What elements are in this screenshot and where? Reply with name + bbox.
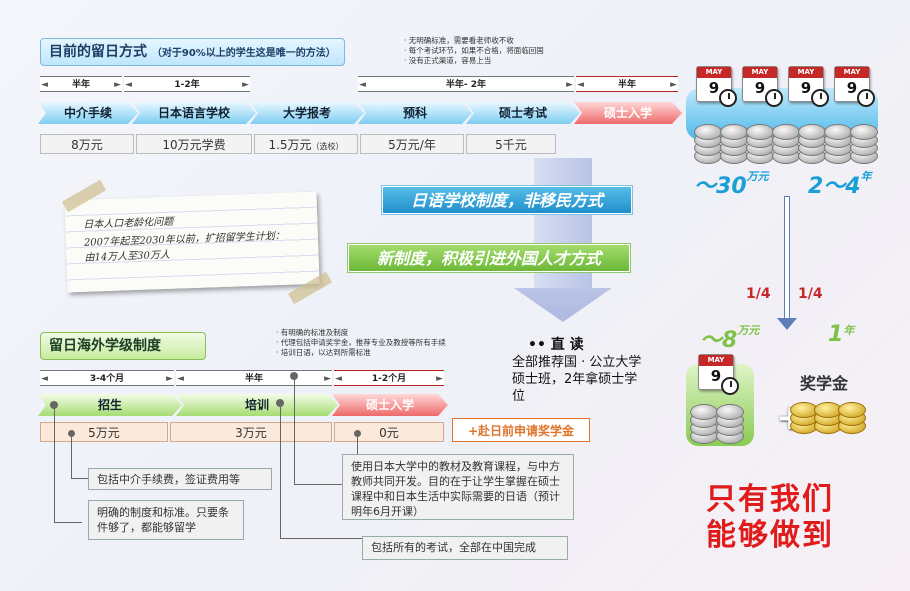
paper-note-title: 日本人口老龄化问题 [83, 216, 174, 231]
connector-dot [290, 372, 298, 380]
connector-line [280, 407, 281, 539]
step-recruit: 招生 [38, 394, 182, 416]
direct-title: •• 直 读 [528, 337, 584, 353]
step-university-apply: 大学报考 [250, 102, 364, 124]
apply-scholarship-badge: +赴日前申请奖学金 [452, 418, 590, 442]
note-line: · 代理包括申请奖学金，推荐专业及教授等所有手续 [276, 338, 446, 347]
coin [850, 124, 878, 140]
paper-note-body: 2007年起至2030年以前，扩招留学生计划：由14万人至30万人 [83, 230, 285, 264]
duration-bar: ◄半年► [576, 76, 678, 92]
coin [772, 124, 800, 140]
scholarship-label: 奖学金 [800, 374, 849, 393]
cost-university-apply: 1.5万元（选校） [254, 134, 358, 154]
connector-line [54, 409, 55, 523]
coin [746, 124, 774, 140]
callout-curriculum: 使用日本大学中的教材及教育课程，与中方教师共同开发。目的在于让学生掌握在硕士课程… [342, 454, 574, 520]
current-method-title-main: 目前的留日方式 [49, 44, 147, 60]
silver-coins-icon [690, 396, 754, 446]
direct-body: 全部推荐国 · 公立大学硕士班，2年拿硕士学位 [512, 355, 642, 404]
duration-bar: ◄半年► [40, 76, 122, 92]
cost-master-exam: 5千元 [466, 134, 556, 154]
cost-agency: 8万元 [40, 134, 134, 154]
cost-master-enroll: 0元 [334, 422, 444, 442]
duration-bar: ◄1-2个月► [334, 370, 444, 386]
connector-dot [276, 399, 284, 407]
duration-bar: ◄半年- 2年► [358, 76, 574, 92]
fraction-label: 1/4 [798, 286, 823, 302]
connector-line [71, 434, 72, 478]
slogan: 只有我们 能够做到 [706, 482, 834, 554]
silver-coins-icon [694, 116, 884, 166]
paper-note: 日本人口老龄化问题 2007年起至2030年以前，扩招留学生计划：由14万人至3… [64, 191, 320, 293]
cost-estimate-current: ～30万元 [694, 170, 769, 199]
current-method-title: 目前的留日方式 （对于90%以上的学生这是唯一的方法） [40, 38, 345, 66]
slogan-line: 能够做到 [706, 518, 834, 553]
cost-training: 3万元 [170, 422, 332, 442]
cost-recruit: 5万元 [40, 422, 168, 442]
step-language-school: 日本语言学校 [132, 102, 256, 124]
coin [690, 404, 718, 420]
step-agency: 中介手续 [38, 102, 138, 124]
coin [798, 124, 826, 140]
connector-line [357, 434, 358, 454]
vertical-arrow-head [777, 318, 797, 330]
step-master-enroll: 硕士入学 [574, 102, 682, 124]
note-line: · 无明确标准，需要看老师收不收 [404, 36, 514, 45]
overseas-program-title: 留日海外学级制度 [40, 332, 206, 360]
coin [824, 124, 852, 140]
step-training: 培训 [176, 394, 338, 416]
overseas-program-notes: · 有明确的标准及制度 · 代理包括申请奖学金，推荐专业及教授等所有手续 · 培… [276, 328, 446, 358]
coin [720, 124, 748, 140]
slogan-line: 只有我们 [706, 482, 834, 517]
time-estimate-current: 2～4年 [808, 170, 872, 199]
coin [838, 402, 866, 418]
note-line: · 有明确的标准及制度 [276, 328, 349, 337]
banner-new-system: 新制度，积极引进外国人才方式 [348, 244, 630, 272]
coin [716, 404, 744, 420]
coin [694, 124, 722, 140]
connector-line [280, 538, 364, 539]
connector-line [294, 484, 344, 485]
step-master-exam: 硕士考试 [466, 102, 580, 124]
connector-line [71, 478, 91, 479]
connector-line [54, 522, 82, 523]
note-line: · 每个考试环节，如果不合格，将面临回国 [404, 46, 544, 55]
down-arrow-head [514, 288, 612, 322]
note-line: · 没有正式渠道，容易上当 [404, 56, 492, 65]
connector-line [294, 380, 295, 484]
duration-bar: ◄1-2年► [124, 76, 250, 92]
down-arrow-shaft [534, 158, 592, 298]
banner-language-school: 日语学校制度，非移民方式 [382, 186, 632, 214]
step-master-enroll-new: 硕士入学 [332, 394, 448, 416]
step-preparatory: 预科 [358, 102, 472, 124]
duration-bar: ◄3-4个月► [40, 370, 174, 386]
callout-clear-standard: 明确的制度和标准。只要条件够了，都能够留学 [88, 500, 244, 540]
fraction-label: 1/4 [746, 286, 771, 302]
callout-agency-fee: 包括中介手续费，签证费用等 [88, 468, 272, 490]
note-line: · 培训日语，以达到所需标准 [276, 348, 371, 357]
connector-dot [354, 430, 361, 437]
duration-bar: ◄半年► [176, 370, 332, 386]
cost-preparatory: 5万元/年 [360, 134, 464, 154]
vertical-arrow [784, 196, 790, 320]
callout-exams-in-china: 包括所有的考试，全部在中国完成 [362, 536, 568, 560]
current-method-title-sub: （对于90%以上的学生这是唯一的方法） [151, 48, 336, 59]
time-estimate-new: 1年 [828, 322, 855, 347]
connector-dot [50, 401, 58, 409]
cost-language-school: 10万元学费 [136, 134, 252, 154]
gold-coins-icon [790, 394, 870, 450]
current-method-notes: · 无明确标准，需要看老师收不收 · 每个考试环节，如果不合格，将面临回国 · … [404, 36, 544, 66]
connector-dot [68, 430, 75, 437]
cost-estimate-new: ～8万元 [700, 324, 760, 353]
